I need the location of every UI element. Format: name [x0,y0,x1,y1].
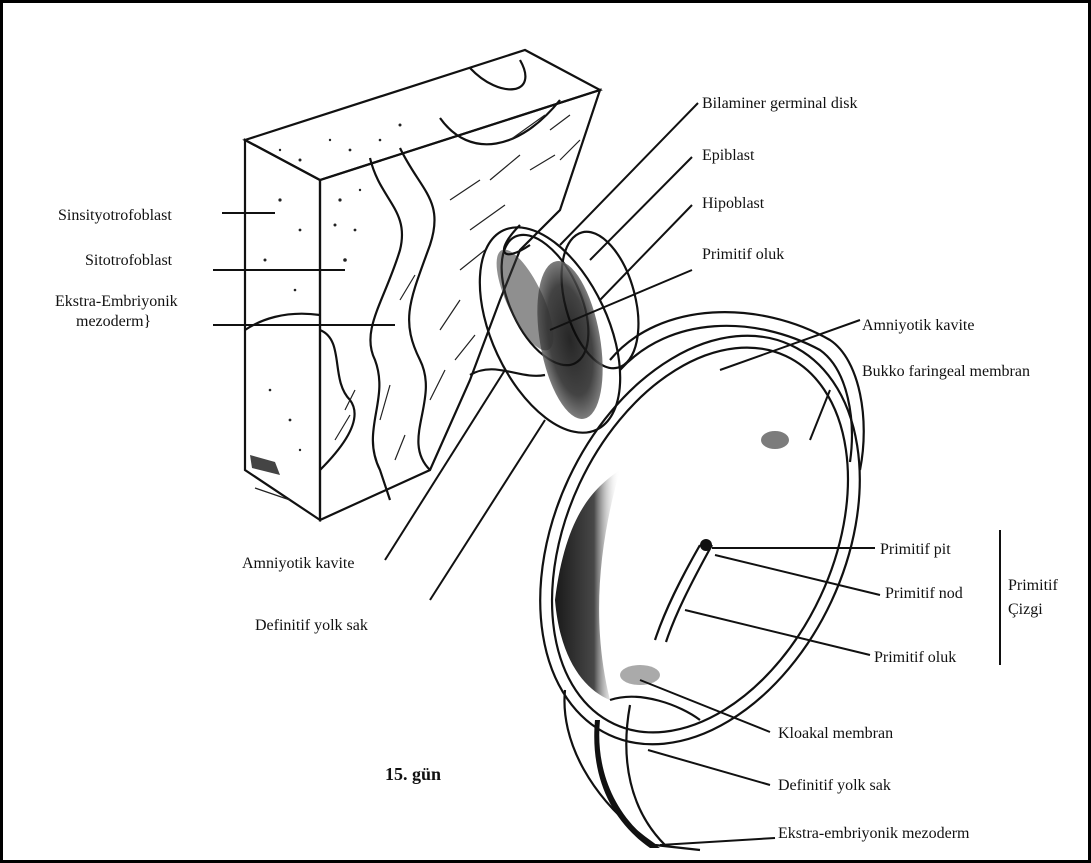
bukko-spot [761,431,789,449]
label-primitif-cizgi-line1: Primitif [1008,577,1058,594]
label-hipoblast: Hipoblast [702,195,765,212]
label-bilaminer: Bilaminer germinal disk [702,95,858,112]
label-sinsityotrofoblast: Sinsityotrofoblast [58,207,172,224]
label-amniyotik-kavite-left: Amniyotik kavite [242,555,354,572]
label-epiblast: Epiblast [702,147,755,164]
shade-band [555,470,620,700]
label-primitif-oluk-top: Primitif oluk [702,246,784,263]
block-texture [264,124,402,452]
label-definitif-yolk-sak-left: Definitif yolk sak [255,617,368,634]
primitive-pit-dot [700,539,712,551]
kloaka-spot [620,665,660,685]
amnion-cap-inner [620,326,852,462]
front-wave [245,314,320,330]
label-primitif-pit: Primitif pit [880,541,951,558]
embryo-diagram: Sinsityotrofoblast Sitotrofoblast Ekstra… [3,3,1088,860]
layer-boundary-1 [370,158,402,500]
label-bukko-faringeal: Bukko faringeal membran [862,363,1030,380]
label-definitif-yolk-sak-right: Definitif yolk sak [778,777,891,794]
block-stripe [250,455,280,475]
kloaka-edge [610,697,700,720]
streak-line-2 [666,545,712,642]
label-ekstra-embriyonik-line2: mezoderm} [76,313,151,330]
label-sitotrofoblast: Sitotrofoblast [85,252,173,269]
label-primitif-oluk-bottom: Primitif oluk [874,649,956,666]
yolk-sac-inner [626,705,665,845]
layer-boundary-2 [400,148,435,470]
label-kloakal-membran: Kloakal membran [778,725,893,742]
block-stripe-line [255,488,290,500]
label-ekstra-embriyonik-line1: Ekstra-Embriyonik [55,293,178,310]
label-amniyotik-kavite-right: Amniyotik kavite [862,317,974,334]
streak-line-1 [655,545,700,640]
label-day: 15. gün [385,764,441,784]
label-primitif-nod: Primitif nod [885,585,963,602]
label-ekstra-embriyonik-mezoderm: Ekstra-embriyonik mezoderm [778,825,970,842]
label-primitif-cizgi-line2: Çizgi [1008,601,1043,618]
